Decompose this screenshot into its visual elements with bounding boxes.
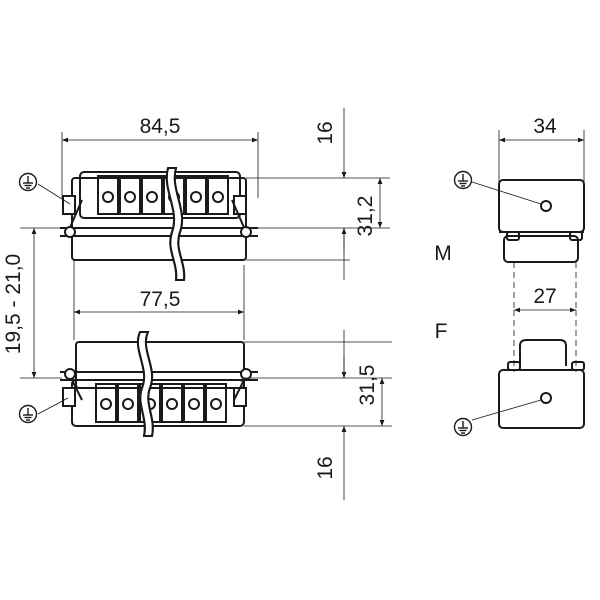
dim-female-height: 31,5	[356, 365, 379, 406]
protective-earth-icon	[453, 417, 473, 437]
male-side-view	[471, 130, 585, 310]
dim-cover-depth-top: 16	[314, 121, 337, 144]
label-male: M	[434, 242, 452, 265]
dim-side-inner-width: 27	[533, 285, 556, 308]
label-female: F	[435, 320, 448, 343]
dim-cover-depth-bottom: 16	[314, 456, 337, 479]
protective-earth-icon	[18, 172, 38, 192]
male-vertical-dimensions	[246, 108, 390, 280]
female-insert-front-view	[37, 260, 258, 437]
male-contacts	[97, 175, 229, 215]
dim-overall-width: 84,5	[140, 115, 181, 138]
female-side-view	[471, 307, 585, 429]
dim-male-height: 31,2	[354, 196, 377, 237]
protective-earth-icon	[453, 170, 473, 190]
height-range-dimension	[20, 227, 62, 379]
male-insert-front-view	[37, 132, 259, 281]
dim-height-range: 19,5 - 21,0	[2, 254, 25, 354]
dim-female-width: 77,5	[140, 288, 181, 311]
female-vertical-dimensions	[244, 330, 392, 500]
female-contacts	[95, 383, 227, 423]
protective-earth-icon	[18, 404, 38, 424]
dim-side-width: 34	[533, 115, 557, 138]
